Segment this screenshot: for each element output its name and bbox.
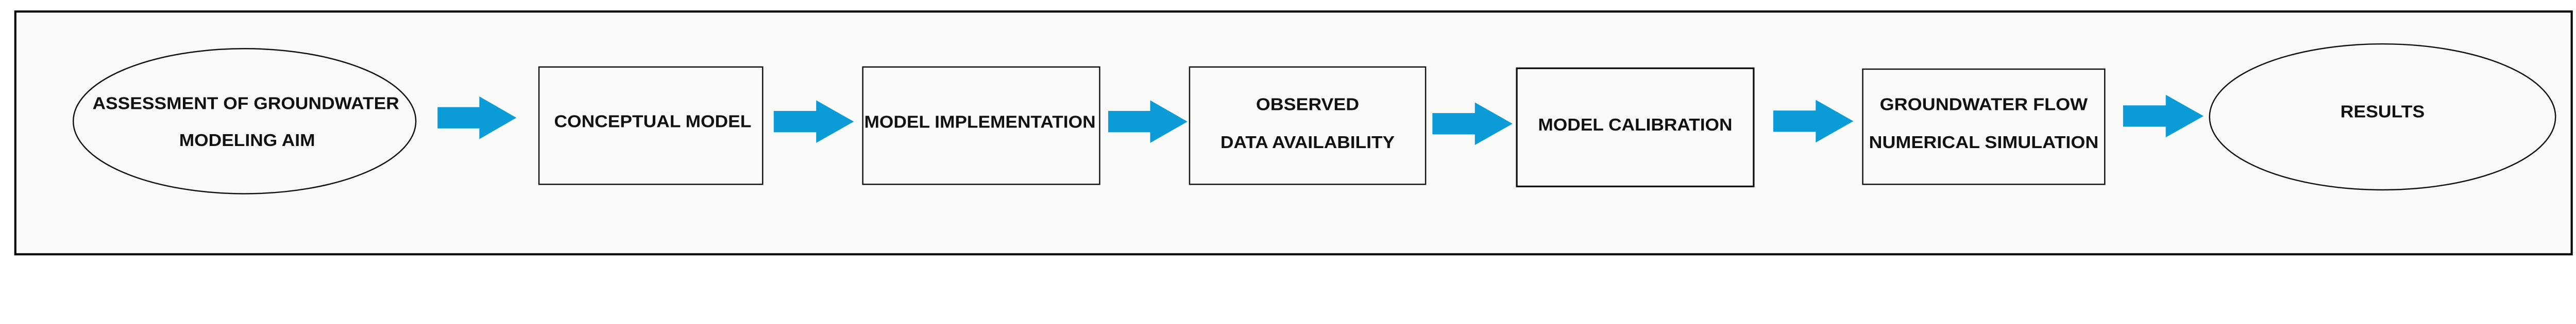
node-shape-rect (1516, 67, 1755, 188)
node-results: RESULTS (2209, 43, 2556, 191)
node-shape-rect (862, 66, 1100, 185)
node-label: RESULTS (2341, 102, 2425, 121)
node-shape-rect (538, 66, 764, 185)
node-assessment-aim: ASSESSMENT OF GROUNDWATER MODELING AIM (73, 48, 417, 195)
node-label: ASSESSMENT OF GROUNDWATER (92, 94, 399, 114)
node-label: OBSERVED (1256, 95, 1359, 114)
node-label: MODELING AIM (179, 131, 315, 150)
node-model-calibration: MODEL CALIBRATION (1516, 67, 1755, 188)
node-groundwater-simulation: GROUNDWATER FLOW NUMERICAL SIMULATION (1862, 68, 2106, 185)
node-shape-ellipse (73, 48, 417, 195)
node-shape-rect (1189, 66, 1427, 185)
right-arrow-icon (2123, 94, 2204, 138)
outer-frame (14, 10, 2573, 255)
right-arrow-icon (1432, 102, 1513, 145)
node-label: NUMERICAL SIMULATION (1869, 133, 2099, 152)
node-shape-ellipse (2209, 43, 2556, 191)
right-arrow-icon (1773, 100, 1854, 143)
node-label: GROUNDWATER FLOW (1880, 95, 2088, 114)
node-label: CONCEPTUAL MODEL (554, 112, 751, 131)
node-shape-rect (1862, 68, 2106, 185)
right-arrow-icon (437, 96, 517, 139)
node-label: MODEL IMPLEMENTATION (865, 112, 1096, 132)
node-label: MODEL CALIBRATION (1538, 116, 1732, 135)
node-label: DATA AVAILABILITY (1221, 133, 1395, 152)
node-model-implementation: MODEL IMPLEMENTATION (862, 66, 1100, 185)
flowchart: ASSESSMENT OF GROUNDWATER MODELING AIM C… (14, 10, 2573, 255)
arrows-group (437, 94, 2204, 145)
node-conceptual-model: CONCEPTUAL MODEL (538, 66, 764, 185)
right-arrow-icon (1108, 100, 1188, 143)
right-arrow-icon (773, 100, 854, 143)
node-observed-data: OBSERVED DATA AVAILABILITY (1189, 66, 1427, 185)
flowchart-canvas: ASSESSMENT OF GROUNDWATER MODELING AIM C… (14, 10, 2573, 255)
